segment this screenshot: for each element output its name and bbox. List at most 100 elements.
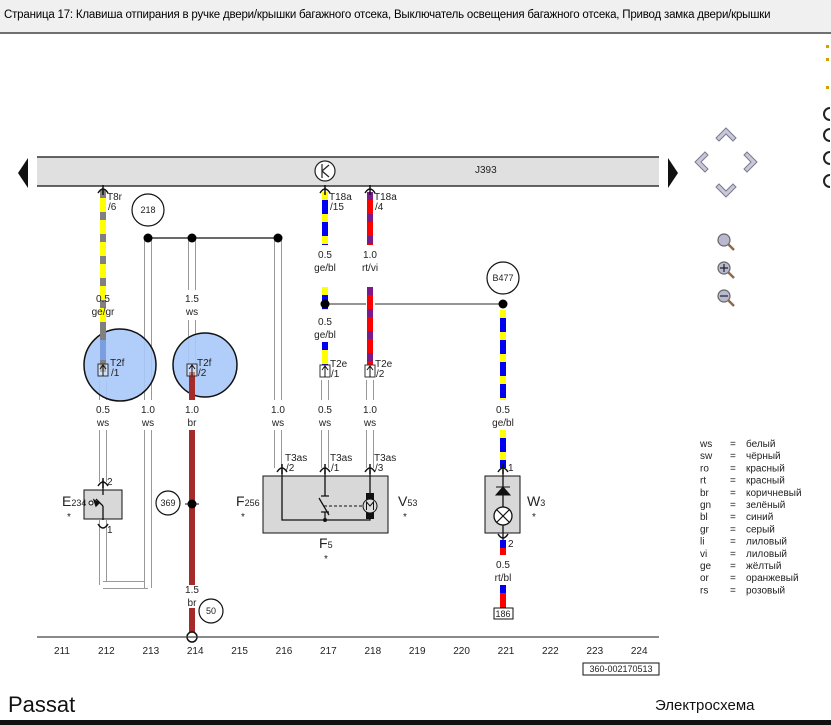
grid-number: 215 <box>231 646 248 657</box>
legend-color-name: лиловый <box>746 537 787 548</box>
component-v53: V53 <box>398 493 417 509</box>
legend-code: or <box>700 573 710 584</box>
wire-size-label: 1.5 <box>185 585 199 596</box>
grid-number: 218 <box>364 646 381 657</box>
wire-color-label: ws <box>185 307 198 318</box>
electronic-symbol-icon <box>314 160 336 182</box>
ref-369: 369 <box>160 498 175 508</box>
legend-equals: = <box>730 549 736 560</box>
component-letter: V <box>398 493 408 509</box>
connector-label: T8r <box>107 192 123 203</box>
component-star: * <box>324 554 328 565</box>
grid-number: 212 <box>98 646 115 657</box>
legend-equals: = <box>730 476 736 487</box>
legend-color-name: белый <box>746 438 775 450</box>
arrow-up-icon[interactable] <box>715 127 737 142</box>
ref-218: 218 <box>140 205 155 215</box>
wire-color-label: ge/bl <box>492 418 514 429</box>
control-unit-j393: J393 <box>37 156 659 187</box>
legend-code: ws <box>699 439 712 450</box>
connector-label: T3as <box>330 453 352 464</box>
legend-equals: = <box>730 573 736 584</box>
wire-color-label: ge/gr <box>92 307 115 318</box>
legend-color-name: зелёный <box>746 500 785 511</box>
legend-color-name: красный <box>746 476 785 487</box>
grid-number: 219 <box>409 646 426 657</box>
wire-color-label: br <box>188 418 198 429</box>
color-legend: ws=белыйsw=чёрныйro=красныйrt=красныйbr=… <box>699 438 802 596</box>
legend-equals: = <box>730 524 736 535</box>
wire-color-label: ws <box>96 418 109 429</box>
grid-number: 213 <box>142 646 159 657</box>
legend-code: sw <box>700 451 713 462</box>
component-number: 234 <box>71 498 86 508</box>
legend-code: li <box>700 537 704 548</box>
wire-color-label: rt/bl <box>495 573 512 584</box>
wire-color-label: br <box>188 598 198 609</box>
pin-label: 2 <box>508 539 514 550</box>
component-f5: F5 <box>319 535 333 551</box>
component-letter: E <box>62 493 71 509</box>
component-number: 256 <box>245 498 260 508</box>
zoom-in-icon[interactable] <box>717 261 735 279</box>
component-w3: W3 <box>527 493 545 509</box>
legend-code: rt <box>700 476 706 487</box>
arrow-down-icon[interactable] <box>715 183 737 198</box>
grid-number: 220 <box>453 646 470 657</box>
connector-label: T3as <box>374 453 396 464</box>
grid-number: 224 <box>631 646 648 657</box>
pin-label: 1 <box>107 525 113 536</box>
component-number: 53 <box>407 498 417 508</box>
legend-equals: = <box>730 439 736 450</box>
pin-label: 1 <box>508 463 514 474</box>
scroll-left-icon[interactable] <box>18 158 28 188</box>
component-letter: F <box>319 535 328 551</box>
connector-pin-label: /15 <box>330 202 344 213</box>
connector-pin-label: /1 <box>331 463 340 474</box>
connector-pin-label: /1 <box>111 368 120 379</box>
grid-number: 221 <box>498 646 515 657</box>
legend-color-name: чёрный <box>746 451 781 462</box>
wire-size-label: 1.5 <box>185 294 199 305</box>
connector-pin-label: /2 <box>286 463 295 474</box>
scroll-right-icon[interactable] <box>668 158 678 188</box>
grid-number: 211 <box>54 646 70 657</box>
connector-pin-label: /1 <box>331 369 340 380</box>
legend-code: ge <box>700 561 712 572</box>
wire-color-label: ws <box>271 418 284 429</box>
component-star: * <box>67 512 71 523</box>
wire-color-label: ws <box>318 418 331 429</box>
connector-label: T2e <box>375 359 393 370</box>
zoom-out-icon[interactable] <box>717 289 735 307</box>
legend-equals: = <box>730 585 736 596</box>
connector-pin-label: /4 <box>375 202 384 213</box>
wire-size-label: 0.5 <box>318 405 332 416</box>
component-star: * <box>532 512 536 523</box>
component-star: * <box>403 512 407 523</box>
arrow-right-icon[interactable] <box>743 151 758 173</box>
zoom-icon[interactable] <box>717 233 735 251</box>
grid-number: 222 <box>542 646 559 657</box>
component-letter: F <box>236 493 245 509</box>
legend-color-name: красный <box>746 463 785 474</box>
wire-size-label: 0.5 <box>496 405 510 416</box>
legend-color-name: лиловый <box>746 549 787 560</box>
connector-label: T18a <box>374 192 397 203</box>
legend-equals: = <box>730 463 736 474</box>
wire-size-label: 1.0 <box>141 405 155 416</box>
connector-label: T2f <box>110 358 125 369</box>
connector-pin-label: /3 <box>375 463 384 474</box>
arrow-left-icon[interactable] <box>694 151 709 173</box>
legend-code: gn <box>700 500 711 511</box>
legend-color-name: коричневый <box>746 488 802 499</box>
component-letter: W <box>527 493 541 509</box>
wire-size-label: 0.5 <box>96 294 110 305</box>
grid-number: 214 <box>187 646 204 657</box>
wire-size-label: 0.5 <box>318 317 332 328</box>
wire-size-label: 1.0 <box>271 405 285 416</box>
legend-color-name: оранжевый <box>746 573 799 584</box>
drawing-number: 360-002170513 <box>589 664 652 674</box>
wire-size-label: 0.5 <box>96 405 110 416</box>
